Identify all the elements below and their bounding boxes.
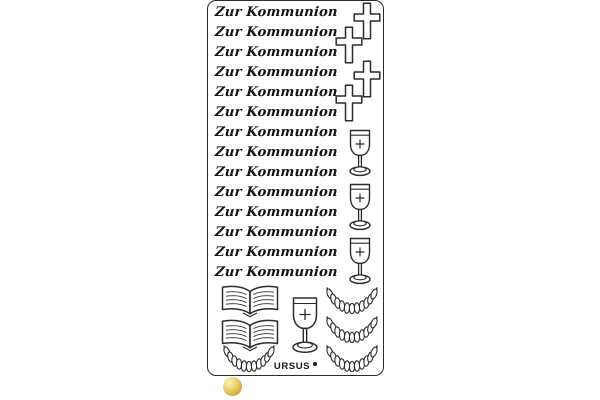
brand-label: URSUS	[207, 361, 384, 372]
cross-icon	[353, 60, 381, 98]
greeting-line: Zur Kommunion	[214, 5, 339, 20]
greeting-line: Zur Kommunion	[214, 85, 339, 100]
greeting-line: Zur Kommunion	[214, 185, 339, 200]
brand-name: URSUS	[273, 361, 311, 372]
laurel-branch-icon	[223, 345, 275, 372]
sticker-sheet: Zur Kommunion Zur Kommunion Zur Kommunio…	[207, 0, 384, 376]
greeting-line: Zur Kommunion	[214, 245, 339, 260]
chalice-icon	[292, 297, 318, 354]
open-bible-icon	[221, 285, 279, 318]
gold-color-swatch	[223, 377, 242, 396]
greeting-line: Zur Kommunion	[214, 105, 339, 120]
greeting-line: Zur Kommunion	[214, 145, 339, 160]
cross-icon	[353, 2, 381, 40]
cross-icon	[335, 84, 363, 122]
greeting-line: Zur Kommunion	[214, 165, 339, 180]
greeting-line: Zur Kommunion	[214, 25, 339, 40]
greeting-line: Zur Kommunion	[214, 225, 339, 240]
registered-mark-icon	[313, 362, 318, 366]
open-bible-icon	[221, 319, 279, 352]
chalice-icon	[349, 237, 371, 285]
laurel-branch-icon	[326, 345, 378, 372]
laurel-branch-icon	[326, 316, 378, 343]
bottom-motif-area	[207, 282, 384, 376]
chalice-icon	[349, 129, 371, 177]
icon-column	[333, 0, 383, 290]
greeting-text-column: Zur Kommunion Zur Kommunion Zur Kommunio…	[214, 1, 339, 285]
greeting-line: Zur Kommunion	[214, 45, 339, 60]
laurel-branch-icon	[326, 287, 378, 314]
greeting-line: Zur Kommunion	[214, 265, 339, 280]
cross-icon	[335, 26, 363, 64]
greeting-line: Zur Kommunion	[214, 205, 339, 220]
chalice-icon	[349, 183, 371, 231]
greeting-line: Zur Kommunion	[214, 65, 339, 80]
greeting-line: Zur Kommunion	[214, 125, 339, 140]
